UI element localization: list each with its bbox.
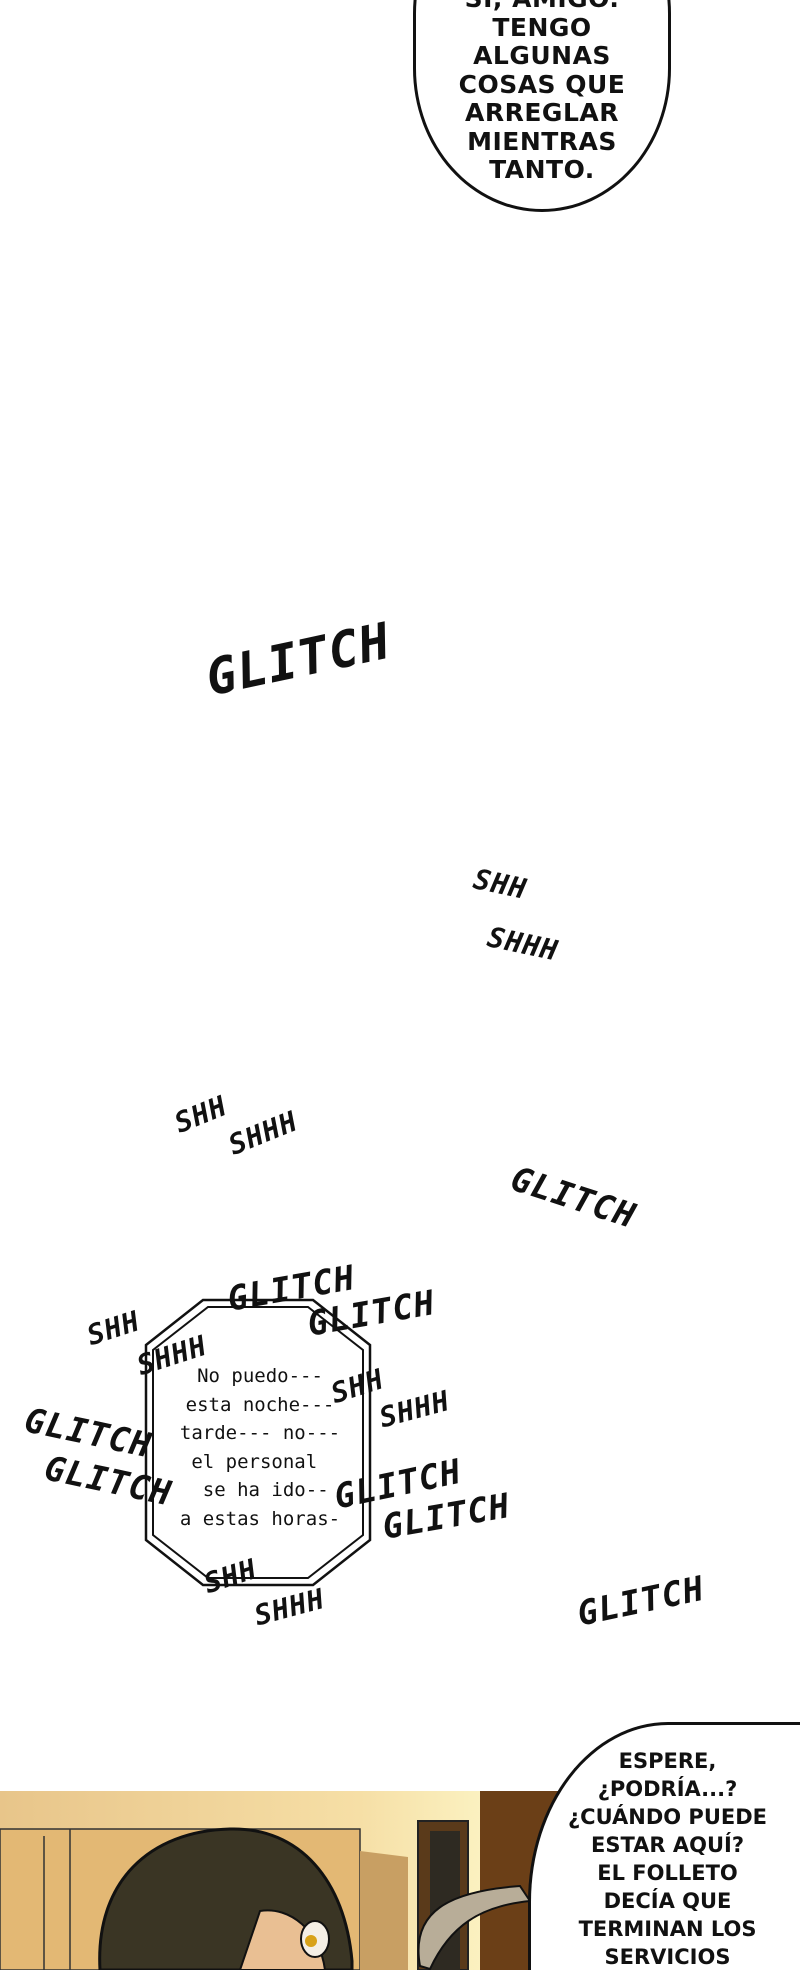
bubble-line: SERVICIOS bbox=[604, 1945, 731, 1969]
dialogue-line: se ha ido-- bbox=[191, 1479, 329, 1501]
sfx-shh: SHH bbox=[470, 862, 530, 906]
bubble-line: ¿PODRÍA...? bbox=[597, 1777, 738, 1801]
bubble-line: ESTAR AQUÍ? bbox=[590, 1833, 745, 1857]
bubble-line: ARREGLAR bbox=[465, 98, 619, 127]
bubble-line: ESPERE, bbox=[618, 1749, 717, 1773]
sfx-glitch: GLITCH bbox=[200, 611, 396, 708]
sfx-shhh: SHHH bbox=[223, 1104, 303, 1162]
bubble-line: ALGUNAS bbox=[473, 41, 611, 70]
sfx-shhh: SHHH bbox=[484, 920, 562, 968]
dialogue-line: tarde--- no--- bbox=[179, 1422, 341, 1444]
glitch-dialogue-text: No puedo--- esta noche--- tarde--- no---… bbox=[150, 1362, 370, 1533]
dialogue-line: a estas horas- bbox=[179, 1507, 341, 1530]
glitch-dialogue-frame bbox=[144, 1298, 372, 1587]
character-illustration bbox=[0, 1791, 560, 1970]
speech-bubble-top: SÍ, AMIGO. TENGO ALGUNAS COSAS QUE ARREG… bbox=[413, 0, 671, 212]
bubble-line: COSAS QUE bbox=[458, 69, 626, 99]
dialogue-line: No puedo--- bbox=[197, 1365, 323, 1387]
bubble-line: TANTO. bbox=[489, 155, 595, 184]
sfx-glitch: GLITCH bbox=[505, 1158, 641, 1237]
bubble-line: SÍ, AMIGO. bbox=[416, 0, 668, 14]
bubble-line: MIENTRAS bbox=[467, 126, 617, 156]
dialogue-line: el personal bbox=[191, 1450, 329, 1473]
bubble-line: EL FOLLETO bbox=[597, 1861, 738, 1885]
bubble-line: TENGO bbox=[492, 12, 592, 42]
sfx-shhh: SHHH bbox=[250, 1582, 329, 1633]
sfx-shh: SHH bbox=[82, 1304, 145, 1353]
dialogue-line: esta noche--- bbox=[185, 1393, 335, 1416]
sfx-glitch: GLITCH bbox=[573, 1568, 709, 1635]
sfx-shh: SHH bbox=[169, 1089, 232, 1140]
bubble-line: DECÍA QUE bbox=[603, 1889, 732, 1913]
bubble-line: TERMINAN LOS bbox=[578, 1917, 757, 1941]
speech-bubble-bottom: ESPERE, ¿PODRÍA...? ¿CUÁNDO PUEDE ESTAR … bbox=[528, 1722, 800, 1970]
comic-panel-hallway bbox=[0, 1791, 800, 1970]
bubble-line: ¿CUÁNDO PUEDE bbox=[568, 1805, 767, 1829]
